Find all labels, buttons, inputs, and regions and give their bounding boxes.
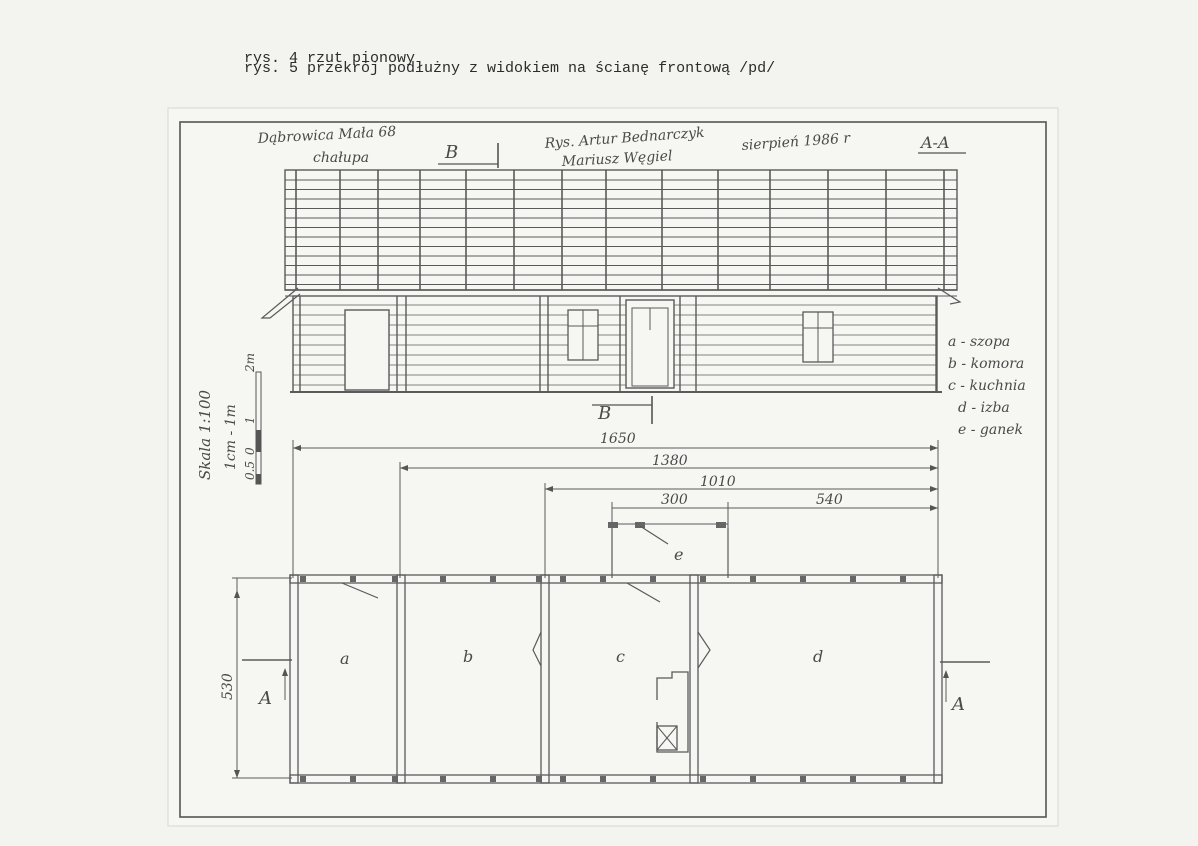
section-marker-b-top: B — [444, 142, 458, 163]
room-a: a — [340, 649, 350, 668]
dim-300: 300 — [661, 492, 688, 508]
legend-b: b - komora — [948, 356, 1024, 372]
scale-tick-0-5: 0.5 — [243, 461, 257, 480]
scale-tick-0: 0 — [243, 447, 257, 455]
dim-depth: 530 — [220, 673, 236, 700]
drawing-sheet — [167, 107, 1059, 827]
front-elevation — [260, 169, 962, 393]
shed-door — [344, 309, 390, 391]
section-marker-a-left: A — [257, 688, 272, 709]
room-b: b — [463, 647, 473, 666]
room-c: c — [616, 647, 625, 666]
scale-tick-1: 1 — [243, 416, 257, 424]
drawing-border — [179, 121, 1047, 818]
dim-1010: 1010 — [700, 474, 736, 490]
legend-e: e - ganek — [958, 422, 1023, 438]
legend-d: d - izba — [958, 400, 1010, 416]
title-date: sierpień 1986 r — [741, 130, 852, 154]
section-label: A-A — [919, 133, 950, 152]
room-d: d — [813, 647, 823, 666]
scale-ratio: 1cm - 1m — [223, 404, 239, 470]
room-e: e — [674, 545, 683, 564]
section-marker-a-right: A — [950, 694, 965, 715]
scale-tick-2m: 2m — [243, 353, 257, 373]
dim-540: 540 — [816, 492, 843, 508]
caption-line-2: rys. 5 przekrój podłużny z widokiem na ś… — [244, 60, 776, 77]
stove — [656, 671, 689, 753]
caption-line-1: rys. 4 rzut pionowy — [244, 50, 416, 67]
dim-total: 1650 — [600, 431, 636, 447]
floor-plan — [242, 522, 990, 784]
title-co-author: Mariusz Węgiel — [560, 148, 672, 170]
legend-a: a - szopa — [948, 334, 1010, 350]
dim-1380: 1380 — [652, 453, 688, 469]
section-marker-b-bottom: B — [597, 403, 611, 424]
title-place: Dąbrowica Mała 68 — [256, 124, 396, 147]
legend: a - szopa b - komora c - kuchnia d - izb… — [948, 334, 1026, 438]
scale-label: Skala 1:100 — [196, 389, 214, 480]
title-object: chałupa — [313, 150, 369, 166]
legend-c: c - kuchnia — [948, 378, 1026, 394]
scale-bar: Skala 1:100 1cm - 1m 0.5 0 1 2m — [196, 353, 262, 485]
